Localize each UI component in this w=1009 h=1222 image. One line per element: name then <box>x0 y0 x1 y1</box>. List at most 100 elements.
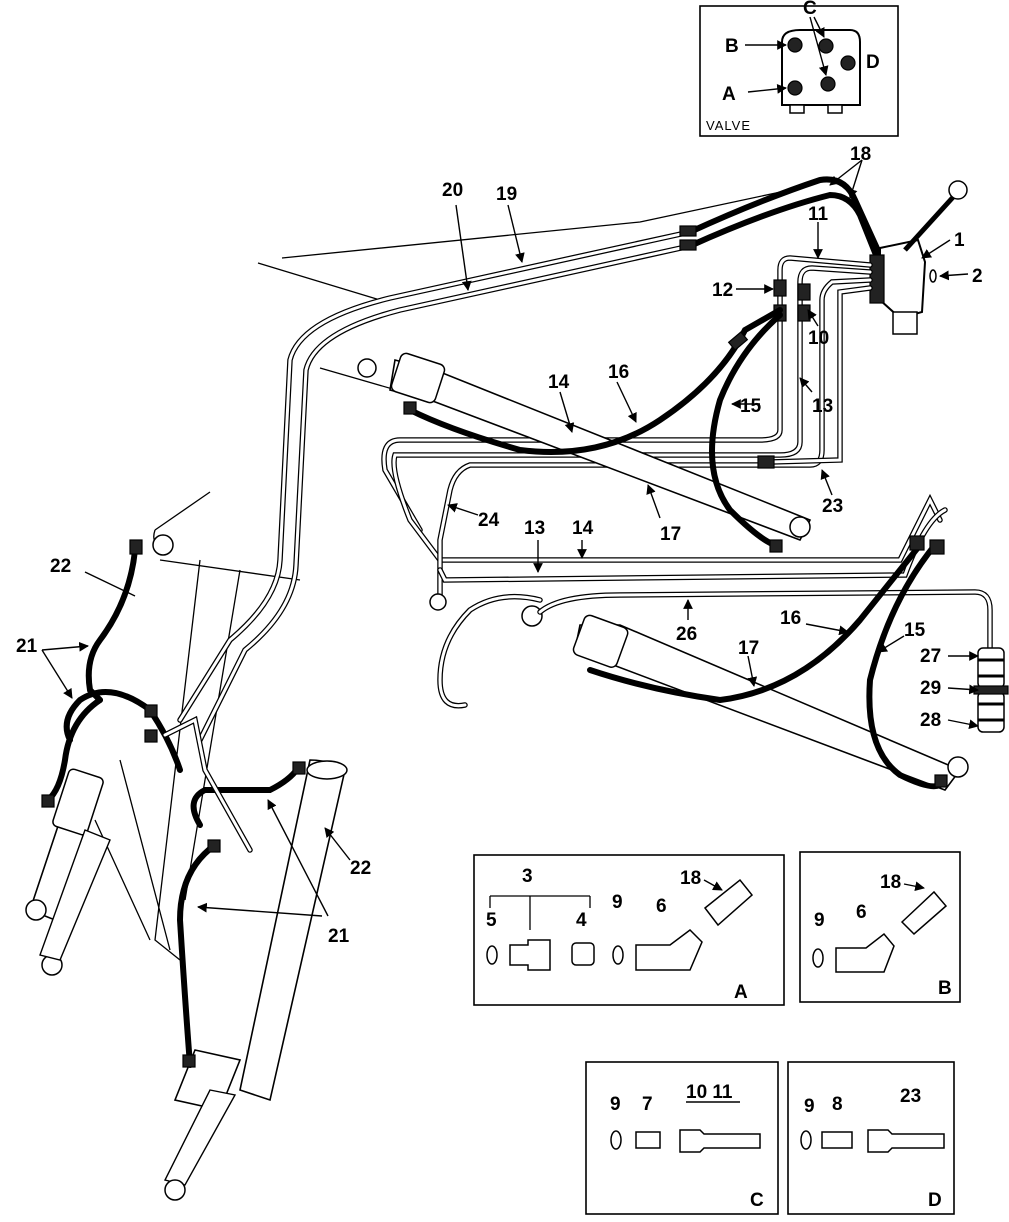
callout-21-left: 21 <box>16 636 38 657</box>
callout-21-right: 21 <box>328 926 350 947</box>
callout-18: 18 <box>850 144 871 165</box>
callout-17-lower: 17 <box>738 638 759 659</box>
detail-a-part-5: 5 <box>486 910 497 931</box>
coupler-28-icon <box>977 691 1005 733</box>
valve-port-a-label: A <box>722 84 736 105</box>
detail-a-frame <box>473 854 785 1006</box>
oring-2-icon <box>929 269 937 283</box>
detail-b-part-6: 6 <box>856 902 867 923</box>
callout-10: 10 <box>808 328 829 349</box>
detail-a-part-4: 4 <box>576 910 587 931</box>
elbow-6-b-icon <box>835 932 895 973</box>
callout-11: 11 <box>808 204 829 225</box>
detail-c-part-7: 7 <box>642 1094 653 1115</box>
callout-13-lower: 13 <box>524 518 545 539</box>
callout-14-lower: 14 <box>572 518 594 539</box>
boom-pivot-icon <box>357 358 377 378</box>
detail-a-letter: A <box>734 982 748 1003</box>
upper-cylinder <box>389 307 812 553</box>
valve-inset: A B C D VALVE <box>699 0 899 137</box>
port-c-upper-icon <box>818 38 834 54</box>
port-a-icon <box>787 80 803 96</box>
callout-22-left: 22 <box>50 556 71 577</box>
quick-couplers <box>973 647 1009 733</box>
tube-24-end-icon <box>429 593 447 611</box>
lever-knob-icon <box>948 180 968 200</box>
detail-c-part-9: 9 <box>610 1094 621 1115</box>
oring-9-a-icon <box>612 945 624 965</box>
lower-cylinder <box>437 535 993 791</box>
callout-12: 12 <box>712 280 733 301</box>
adapter-3-icon <box>509 939 551 971</box>
detail-b-letter: B <box>938 978 952 999</box>
valve-port-b-label: B <box>725 36 739 57</box>
detail-a-part-6: 6 <box>656 896 667 917</box>
left-cylinders <box>25 539 348 1201</box>
fitting-19-icon <box>679 225 697 237</box>
connector-7-icon <box>635 1131 661 1149</box>
callout-16-lower: 16 <box>780 608 801 629</box>
fitting-12-icon <box>773 279 787 297</box>
callout-20: 20 <box>442 180 463 201</box>
callout-29: 29 <box>920 678 941 699</box>
callout-23: 23 <box>822 496 843 517</box>
connector-8-icon <box>821 1131 853 1149</box>
callout-2: 2 <box>972 266 983 287</box>
boom-tubes <box>177 176 883 743</box>
control-valve <box>869 180 968 335</box>
control-lever-icon <box>903 193 957 252</box>
oring-9-c-icon <box>610 1130 622 1150</box>
detail-d-part-9: 9 <box>804 1096 815 1117</box>
tube-23-end-icon <box>867 1129 945 1153</box>
port-c-lower-icon <box>820 76 836 92</box>
detail-c-part-10-11: 10 11 <box>686 1082 733 1103</box>
detail-d-letter: D <box>928 1190 942 1211</box>
frame-pivot-icon <box>152 534 174 556</box>
valve-port-d-label: D <box>866 52 880 73</box>
oring-9-b-icon <box>812 948 824 968</box>
elbow-6-a-icon <box>635 929 703 971</box>
callout-27: 27 <box>920 646 941 667</box>
fitting-23-icon <box>757 455 775 469</box>
callout-28: 28 <box>920 710 941 731</box>
lower-cylinder-body <box>574 624 962 791</box>
cap-4-icon <box>571 942 595 966</box>
callout-22-right: 22 <box>350 858 371 879</box>
fitting-18-b-icon <box>900 890 948 936</box>
tube-10-11-end-icon <box>679 1129 761 1153</box>
detail-a-part-3: 3 <box>522 866 533 887</box>
callout-17-upper: 17 <box>660 524 681 545</box>
callout-15-lower: 15 <box>904 620 926 641</box>
callout-1: 1 <box>954 230 965 251</box>
oring-9-d-icon <box>800 1130 812 1150</box>
callout-15-upper: 15 <box>740 396 762 417</box>
leader-lines <box>41 159 979 917</box>
callout-26: 26 <box>676 624 697 645</box>
callout-14-upper: 14 <box>548 372 570 393</box>
fitting-18-a-icon <box>703 878 754 927</box>
valve-inset-title: VALVE <box>706 118 751 133</box>
loader-frame <box>94 189 791 961</box>
callout-16-upper: 16 <box>608 362 629 383</box>
detail-c: 9 7 10 11 C <box>585 1061 779 1215</box>
control-valve-body <box>879 238 927 320</box>
fitting-20-icon <box>679 239 697 251</box>
detail-a: 3 5 4 9 6 18 A <box>473 854 785 1006</box>
detail-d-part-23: 23 <box>900 1086 921 1107</box>
detail-b: 18 9 6 B <box>799 851 961 1003</box>
detail-c-letter: C <box>750 1190 764 1211</box>
detail-b-frame <box>799 851 961 1003</box>
coupler-27-icon <box>977 647 1005 689</box>
callout-13-upper: 13 <box>812 396 833 417</box>
port-b-icon <box>787 37 803 53</box>
detail-a-part-18: 18 <box>680 868 701 889</box>
detail-b-part-18: 18 <box>880 872 901 893</box>
detail-a-part-9: 9 <box>612 892 623 913</box>
detail-b-part-9: 9 <box>814 910 825 931</box>
valve-port-c-label: C <box>803 0 817 19</box>
port-d-icon <box>840 55 856 71</box>
callout-19: 19 <box>496 184 517 205</box>
callout-24: 24 <box>478 510 500 531</box>
oring-5-icon <box>486 945 498 965</box>
